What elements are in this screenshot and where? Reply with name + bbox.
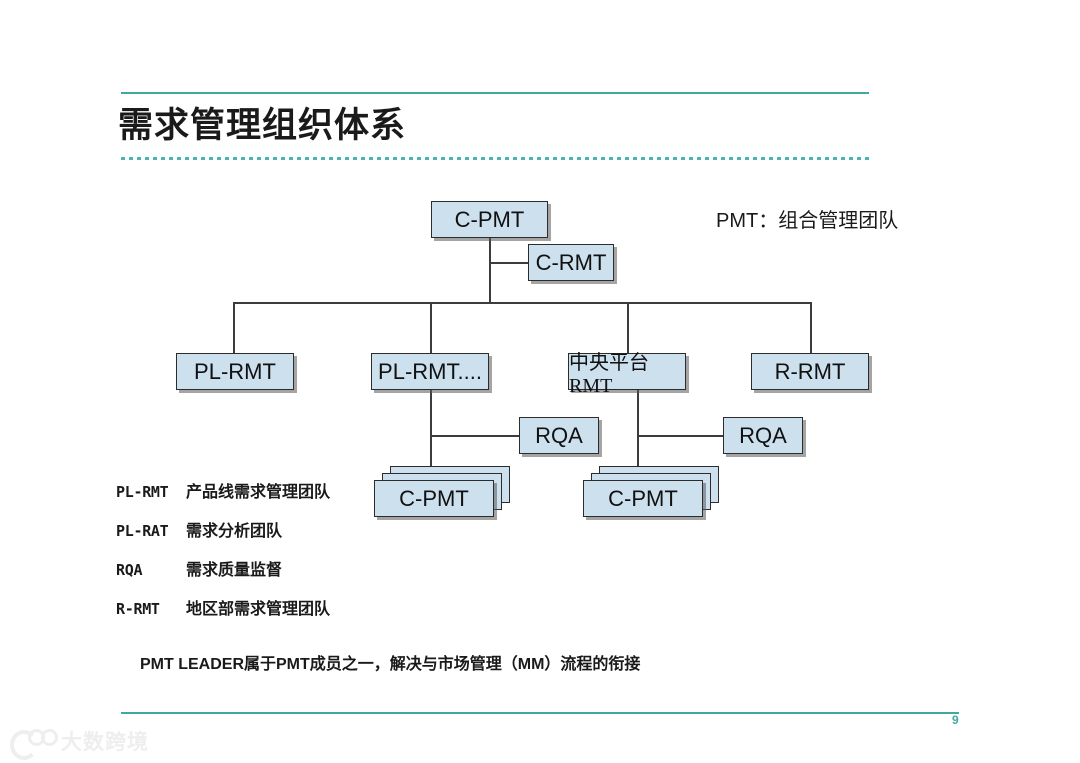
abbreviation-row: PL-RMT 产品线需求管理团队: [116, 478, 330, 502]
node-stack-c-pmt-left[interactable]: C-PMT: [374, 466, 514, 518]
abbreviation-key: R-RMT: [116, 600, 160, 618]
node-r-rmt[interactable]: R-RMT: [751, 353, 869, 390]
header-dotted-rule: [121, 157, 871, 160]
abbreviation-key: RQA: [116, 561, 143, 579]
node-rqa-right[interactable]: RQA: [723, 417, 803, 454]
abbreviation-value: 产品线需求管理团队: [186, 484, 331, 501]
stack-layer-front[interactable]: C-PMT: [583, 480, 703, 517]
page-number: 9: [952, 713, 959, 727]
node-label: R-RMT: [774, 358, 846, 384]
footer-rule: [121, 712, 959, 714]
connector-level2-bus: [233, 302, 811, 304]
connector-right-branch-to-rqa: [637, 435, 723, 437]
connector-left-branch-to-rqa: [430, 435, 519, 437]
abbreviation-row: R-RMT 地区部需求管理团队: [116, 595, 330, 619]
node-label: C-RMT: [535, 249, 607, 275]
abbreviation-value: 需求分析团队: [186, 523, 283, 540]
abbreviation-value: 需求质量监督: [186, 562, 283, 579]
connector-root-to-crmt: [489, 262, 529, 264]
connector-right-branch-vertical: [637, 353, 639, 481]
node-label: C-PMT: [399, 485, 469, 511]
abbreviation-legend: PL-RMT 产品线需求管理团队 PL-RAT 需求分析团队 RQA 需求质量监…: [116, 478, 330, 634]
footnote-text: PMT LEADER属于PMT成员之一，解决与市场管理（MM）流程的衔接: [140, 656, 641, 673]
connector-drop-r-rmt: [810, 302, 812, 354]
node-c-rmt[interactable]: C-RMT: [528, 244, 614, 281]
header-rule: [121, 92, 869, 94]
abbreviation-value: 地区部需求管理团队: [186, 601, 331, 618]
watermark: 大数跨境: [10, 726, 149, 760]
connector-drop-pl-rmt: [233, 302, 235, 354]
connector-drop-pl-rmt-more: [430, 302, 432, 354]
node-rqa-left[interactable]: RQA: [519, 417, 599, 454]
node-label: PL-RMT....: [378, 358, 482, 384]
legend-pmt-meaning: 组合管理团队: [778, 210, 899, 232]
stack-layer-front[interactable]: C-PMT: [374, 480, 494, 517]
abbreviation-row: RQA 需求质量监督: [116, 556, 330, 580]
node-label: RQA: [739, 422, 787, 448]
page-title: 需求管理组织体系: [118, 106, 407, 145]
legend-pmt-abbr: PMT: [716, 210, 759, 232]
abbreviation-row: PL-RAT 需求分析团队: [116, 517, 330, 541]
node-central-platform-rmt[interactable]: 中央平台RMT: [568, 352, 686, 397]
node-stack-c-pmt-right[interactable]: C-PMT: [583, 466, 723, 518]
node-label: C-PMT: [454, 206, 525, 232]
watermark-label: 大数跨境: [61, 731, 149, 754]
connector-drop-central-rmt: [627, 302, 629, 354]
connector-root-vertical: [489, 238, 491, 303]
node-label: PL-RMT: [194, 358, 276, 384]
node-label: 中央平台RMT: [569, 351, 649, 397]
node-c-pmt-root[interactable]: C-PMT: [431, 201, 548, 238]
node-label: RQA: [535, 422, 583, 448]
abbreviation-key: PL-RMT: [116, 483, 169, 501]
node-pl-rmt-more[interactable]: PL-RMT....: [371, 353, 489, 390]
legend-pmt: PMT：组合管理团队: [716, 204, 898, 233]
abbreviation-key: PL-RAT: [116, 522, 169, 540]
watermark-logo-icon: [10, 728, 58, 760]
node-label: C-PMT: [608, 485, 678, 511]
node-pl-rmt[interactable]: PL-RMT: [176, 353, 294, 390]
legend-pmt-separator: ：: [758, 210, 779, 232]
